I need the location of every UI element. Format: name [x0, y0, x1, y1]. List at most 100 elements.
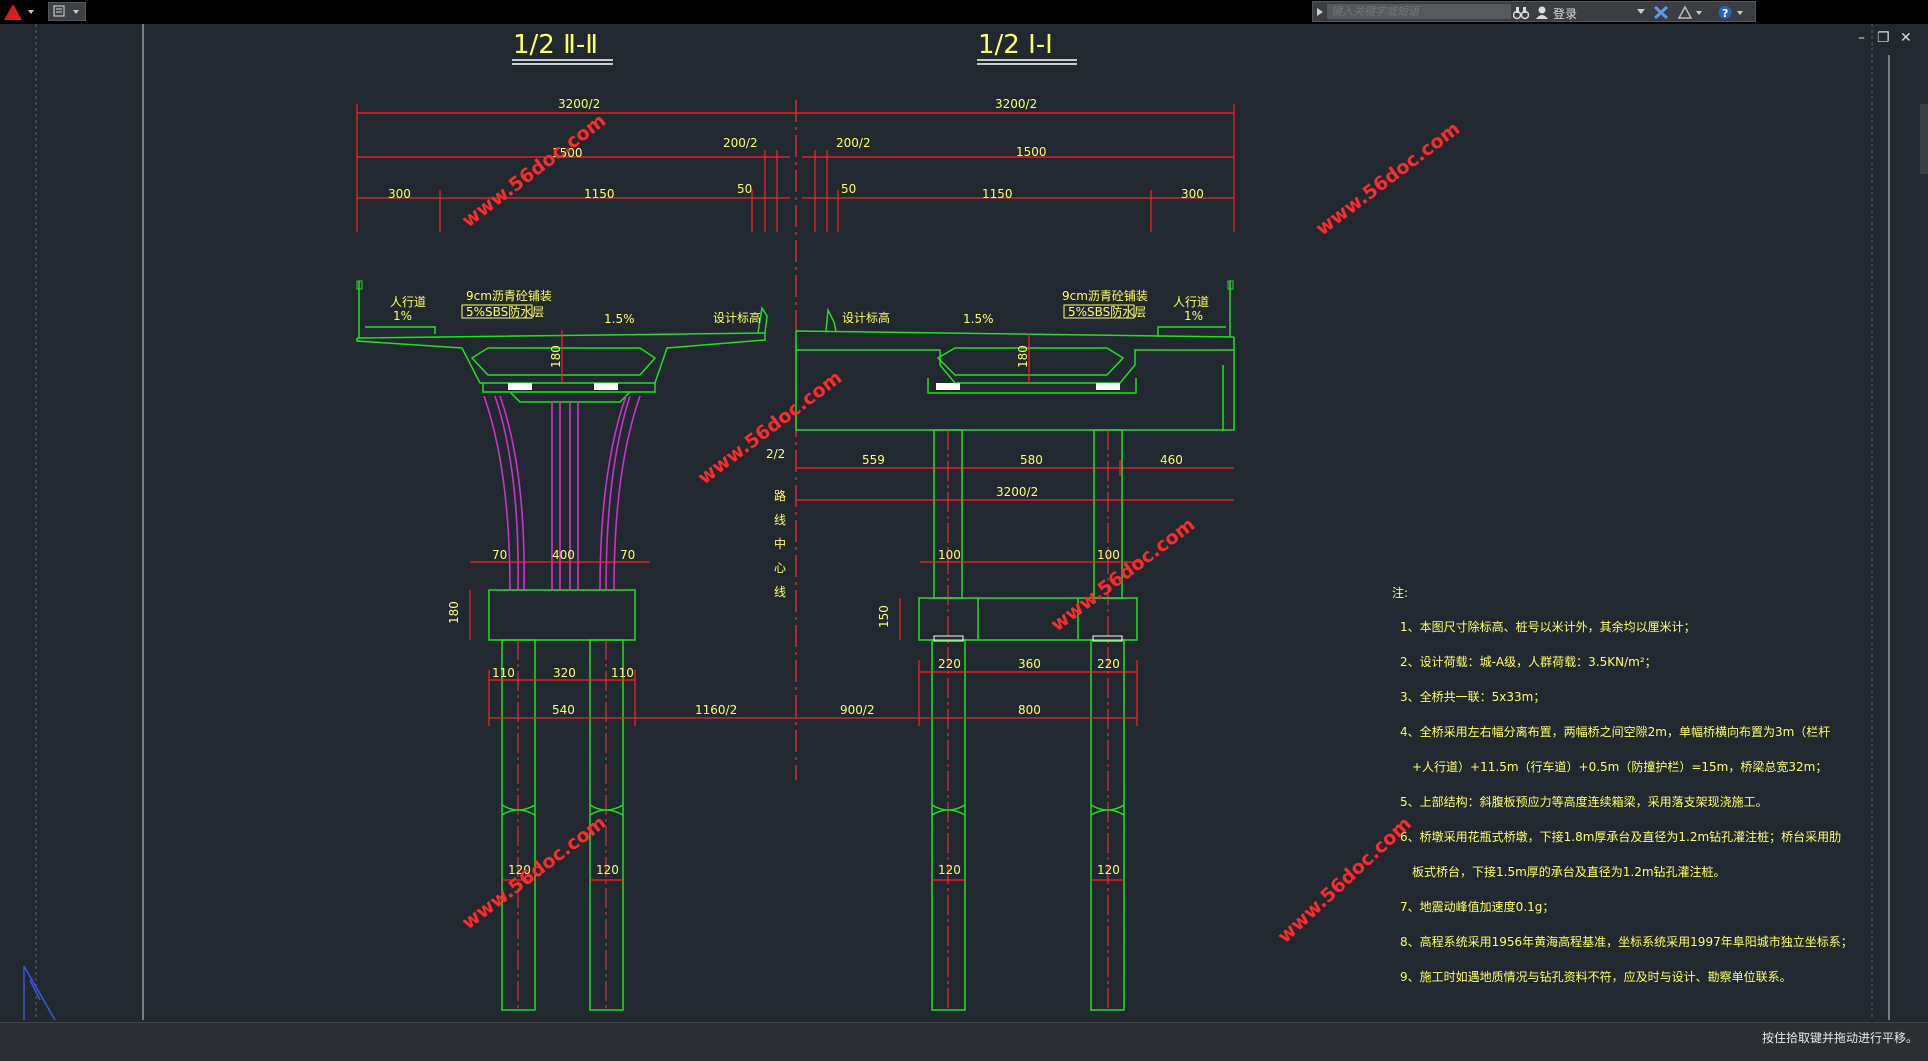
section-right-title: 1/2 I-I: [978, 30, 1053, 60]
note-7: 7、地震动峰值加速度0.1g；: [1400, 899, 1554, 914]
label-sidewalk-left: 人行道: [390, 295, 426, 309]
restore-icon[interactable]: ❐: [1877, 30, 1890, 46]
dim-right-total: 3200/2: [995, 97, 1037, 111]
dim-left-320: 320: [553, 666, 576, 680]
search-toolbar: 登录 ?: [1312, 1, 1756, 22]
watermark: www.56doc.com: [694, 366, 846, 489]
right-deck-section: [795, 280, 1235, 431]
dim-right-800: 800: [1018, 703, 1041, 717]
watermark: www.56doc.com: [458, 109, 610, 232]
dim-left-70b: 70: [620, 548, 635, 562]
dim-left-1500: 1500: [552, 146, 583, 160]
dim-left-total: 3200/2: [558, 97, 600, 111]
ucs-icon: [23, 965, 56, 1021]
svg-text:线: 线: [774, 585, 786, 599]
label-slope-1pct-left: 1%: [393, 309, 412, 323]
dim-left-120b: 120: [596, 863, 619, 877]
note-4-cont: +人行道）+11.5m（行车道）+0.5m（防撞护栏）=15m，桥梁总宽32m；: [1412, 759, 1827, 774]
top-dimensions: [356, 104, 1235, 232]
watermark: www.56doc.com: [1047, 513, 1199, 636]
note-6-cont: 板式桥台，下接1.5m厚的承台及直径为1.2m钻孔灌注桩。: [1412, 864, 1726, 879]
quick-access-menu-icon[interactable]: [48, 2, 86, 21]
a360-icon[interactable]: [1677, 5, 1703, 20]
minimize-icon[interactable]: –: [1858, 30, 1865, 46]
dim-left-1160: 1160/2: [695, 703, 737, 717]
status-hint: 按住拾取键并拖动进行平移。: [1761, 1031, 1918, 1045]
centerline-half-label: 2/2: [766, 447, 785, 461]
app-logo-icon[interactable]: [2, 2, 36, 22]
svg-text:路: 路: [774, 488, 786, 503]
help-icon[interactable]: ?: [1717, 5, 1747, 20]
watermark: www.56doc.com: [1312, 117, 1464, 240]
status-bar: 按住拾取键并拖动进行平移。: [0, 1022, 1928, 1061]
exchange-icon[interactable]: [1653, 5, 1669, 20]
dim-right-1500: 1500: [1016, 145, 1047, 159]
dim-left-50: 50: [737, 182, 752, 196]
label-asphalt-right: 9cm沥青砼铺装: [1062, 289, 1148, 303]
svg-text:中: 中: [774, 536, 786, 551]
notes-title: 注:: [1392, 585, 1408, 600]
dim-right-1150: 1150: [982, 187, 1013, 201]
dim-right-50: 50: [841, 182, 856, 196]
dim-left-200: 200/2: [723, 136, 758, 150]
left-deck-section: [356, 280, 768, 403]
close-icon[interactable]: ✕: [1900, 30, 1912, 46]
label-design-elev-right: 设计标高: [842, 310, 890, 325]
dim-left-70a: 70: [492, 548, 507, 562]
label-waterproof-left: 5%SBS防水层: [466, 304, 544, 319]
svg-text:?: ?: [1722, 7, 1728, 20]
dim-right-900: 900/2: [840, 703, 875, 717]
label-depth-right: 180: [1016, 345, 1030, 368]
dim-right-120a: 120: [938, 863, 961, 877]
label-waterproof-right: 5%SBS防水层: [1068, 304, 1146, 319]
dim-right-3200: 3200/2: [996, 485, 1038, 499]
binoculars-icon[interactable]: [1513, 5, 1529, 20]
dim-right-100b: 100: [1097, 548, 1120, 562]
vertical-scrollbar[interactable]: [1920, 104, 1928, 174]
watermark: www.56doc.com: [1273, 813, 1416, 948]
label-slope-15-left: 1.5%: [604, 312, 635, 326]
label-slope-15-right: 1.5%: [963, 312, 994, 326]
note-1: 1、本图尺寸除标高、桩号以米计外，其余均以厘米计；: [1400, 619, 1696, 634]
dim-right-120b: 120: [1097, 863, 1120, 877]
top-toolbar: 登录 ?: [0, 0, 1928, 24]
right-pier: [796, 429, 1234, 1011]
dim-right-220a: 220: [938, 657, 961, 671]
dim-left-110b: 110: [611, 666, 634, 680]
dim-left-540: 540: [552, 703, 575, 717]
note-3: 3、全桥共一联：5x33m；: [1400, 689, 1545, 704]
note-5: 5、上部结构：斜腹板预应力等高度连续箱梁，采用落支架现浇施工。: [1400, 794, 1768, 809]
drawing-canvas[interactable]: .red { stroke:#ff2222; stroke-width:1.2;…: [0, 24, 1928, 1022]
label-asphalt-left: 9cm沥青砼铺装: [466, 289, 552, 303]
svg-text:线: 线: [774, 513, 786, 527]
dim-right-300: 300: [1181, 187, 1204, 201]
chevron-down-icon[interactable]: [1637, 9, 1645, 15]
dim-left-110a: 110: [492, 666, 515, 680]
search-input[interactable]: [1327, 4, 1511, 19]
dim-right-100a: 100: [938, 548, 961, 562]
login-button[interactable]: 登录: [1553, 7, 1578, 21]
label-slope-1pct-right: 1%: [1184, 309, 1203, 323]
dim-left-120a: 120: [508, 863, 531, 877]
label-depth-left: 180: [549, 345, 563, 368]
dim-left-300: 300: [388, 187, 411, 201]
note-6: 6、桥墩采用花瓶式桥墩，下接1.8m厚承台及直径为1.2m钻孔灌注桩；桥台采用肋: [1400, 829, 1841, 844]
dim-right-150: 150: [877, 605, 891, 628]
watermark: www.56doc.com: [458, 811, 610, 934]
dim-right-220b: 220: [1097, 657, 1120, 671]
dim-left-180: 180: [447, 601, 461, 624]
note-4: 4、全桥采用左右幅分离布置，两幅桥之间空隙2m，单幅桥横向布置为3m（栏杆: [1400, 724, 1830, 739]
note-8: 8、高程系统采用1956年黄海高程基准，坐标系统采用1997年阜阳城市独立坐标系…: [1400, 934, 1853, 949]
svg-text:心: 心: [774, 561, 786, 575]
dim-right-559: 559: [862, 453, 885, 467]
dim-right-200: 200/2: [836, 136, 871, 150]
section-left-title: 1/2 Ⅱ-Ⅱ: [513, 30, 598, 60]
design-notes: 注: 1、本图尺寸除标高、桩号以米计外，其余均以厘米计； 2、设计荷载：城-A级…: [1392, 585, 1853, 984]
dim-left-1150: 1150: [584, 187, 615, 201]
note-2: 2、设计荷载：城-A级，人群荷载：3.5KN/m²；: [1400, 655, 1657, 669]
label-design-elev-left: 设计标高: [713, 310, 761, 325]
user-icon: [1536, 6, 1548, 19]
centerline-label: 路 线 中 心 线: [774, 488, 786, 599]
left-pier: [469, 395, 796, 1011]
label-sidewalk-right: 人行道: [1173, 295, 1209, 309]
